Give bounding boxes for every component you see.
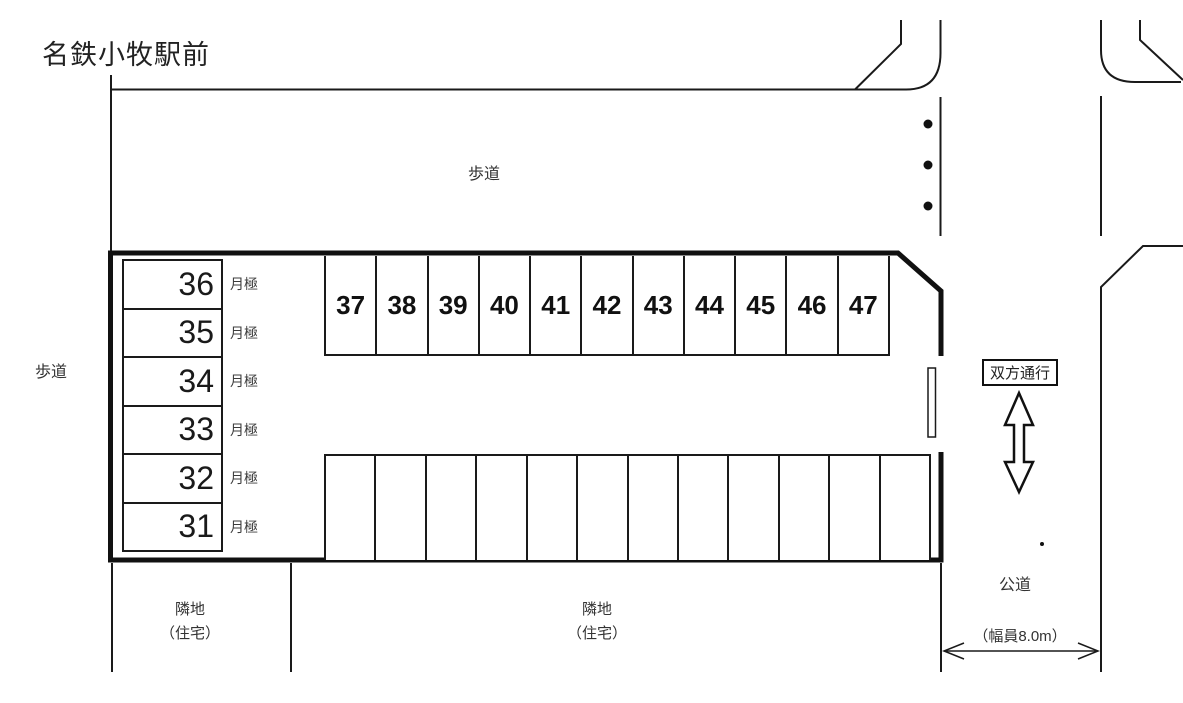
road-lines bbox=[110, 20, 1183, 672]
parking-space-number: 39 bbox=[428, 256, 480, 354]
parking-space-row: 34 月極 bbox=[122, 356, 258, 407]
adjacent-lot-center-label: 隣地 （住宅） bbox=[566, 601, 627, 642]
bottom-stall-row bbox=[324, 454, 932, 560]
parking-space-row: 32 月極 bbox=[122, 453, 258, 504]
parking-space-empty bbox=[880, 456, 932, 560]
parking-space-empty bbox=[830, 456, 881, 560]
parking-lot-border bbox=[108, 250, 944, 563]
parking-space-number: 35 bbox=[122, 307, 223, 358]
two-way-traffic-sign: 双方通行 bbox=[982, 359, 1059, 386]
parking-space-type: 月極 bbox=[230, 373, 258, 390]
parking-space-number: 45 bbox=[736, 256, 788, 354]
parking-space-type: 月極 bbox=[230, 518, 258, 535]
parking-space-number: 32 bbox=[122, 453, 223, 504]
road-width-label: （幅員8.0m） bbox=[973, 628, 1067, 645]
parking-space-number: 31 bbox=[122, 501, 223, 552]
parking-space-empty bbox=[678, 456, 730, 560]
sidewalk-left-label: 歩道 bbox=[35, 364, 68, 381]
parking-space-row: 33 月極 bbox=[122, 404, 258, 455]
left-stall-column: 36 月極 35 月極 34 月極 33 月極 32 月極 31 月極 bbox=[122, 259, 258, 552]
parking-space-type: 月極 bbox=[230, 276, 258, 293]
parking-space-type: 月極 bbox=[230, 421, 258, 438]
parking-space-number: 36 bbox=[122, 259, 223, 310]
parking-space-number: 41 bbox=[531, 256, 583, 354]
page-title: 名鉄小牧駅前 bbox=[42, 40, 210, 70]
parking-space-row: 31 月極 bbox=[122, 501, 258, 552]
parking-space-empty bbox=[527, 456, 579, 560]
parking-space-type: 月極 bbox=[230, 324, 258, 341]
parking-space-number: 33 bbox=[122, 404, 223, 455]
parking-space-row: 35 月極 bbox=[122, 307, 258, 358]
parking-space-empty bbox=[426, 456, 478, 560]
parking-space-number: 42 bbox=[582, 256, 634, 354]
parking-space-number: 46 bbox=[787, 256, 839, 354]
adjacent-lot-left-label: 隣地 （住宅） bbox=[159, 601, 220, 642]
parking-space-number: 37 bbox=[324, 256, 378, 354]
parking-space-number: 47 bbox=[838, 256, 890, 354]
public-road-label: 公道 bbox=[999, 577, 1032, 594]
parking-space-type: 月極 bbox=[230, 470, 258, 487]
parking-space-number: 38 bbox=[377, 256, 429, 354]
parking-space-empty bbox=[578, 456, 629, 560]
top-stall-row: 37 38 39 40 41 42 43 44 45 46 47 bbox=[324, 256, 890, 356]
parking-space-number: 43 bbox=[633, 256, 685, 354]
two-way-arrow-icon bbox=[1003, 389, 1035, 495]
parking-space-empty bbox=[779, 456, 831, 560]
parking-space-empty bbox=[477, 456, 528, 560]
width-dimension-arrow bbox=[941, 642, 1101, 660]
parking-space-empty bbox=[729, 456, 780, 560]
parking-space-number: 44 bbox=[684, 256, 737, 354]
parking-space-empty bbox=[324, 456, 377, 560]
parking-space-row: 36 月極 bbox=[122, 259, 258, 310]
parking-space-number: 34 bbox=[122, 356, 223, 407]
parking-space-empty bbox=[376, 456, 427, 560]
parking-space-empty bbox=[628, 456, 679, 560]
entrance-gate bbox=[927, 367, 937, 438]
parking-space-number: 40 bbox=[479, 256, 532, 354]
sidewalk-top-label: 歩道 bbox=[468, 166, 501, 183]
road-dots bbox=[923, 119, 1044, 546]
